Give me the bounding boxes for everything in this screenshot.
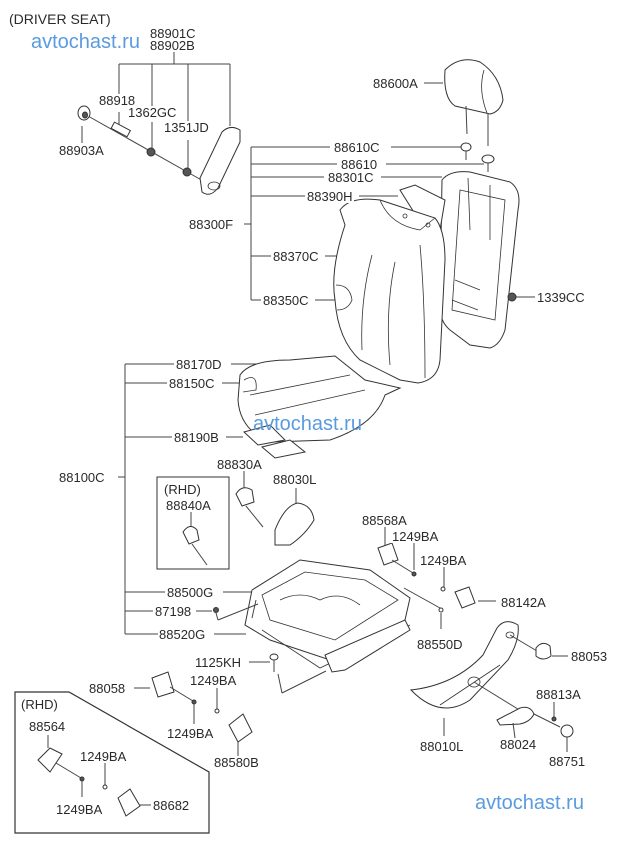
watermark: avtochast.ru xyxy=(253,413,362,435)
buckle-88830A xyxy=(235,487,255,507)
part-label-88500G[interactable]: 88500G xyxy=(166,585,215,600)
diagram-title: (DRIVER SEAT) xyxy=(8,11,112,27)
part-label-88901C[interactable]: 88901C xyxy=(149,26,197,41)
part-label-1362GC[interactable]: 1362GC xyxy=(127,105,178,120)
lever-88024 xyxy=(496,706,535,726)
nut-1339CC xyxy=(507,292,517,302)
knob-88053 xyxy=(535,642,552,660)
part-label-88751[interactable]: 88751 xyxy=(548,754,587,769)
part-label-88600A[interactable]: 88600A xyxy=(372,76,419,91)
part-label-88610C[interactable]: 88610C xyxy=(333,140,381,155)
watermark: avtochast.ru xyxy=(31,31,140,53)
seatback-parts xyxy=(333,142,520,384)
nut-1351JD xyxy=(182,167,192,177)
part-label-1125KH[interactable]: 1125KH xyxy=(194,655,243,670)
cap-88751 xyxy=(560,724,574,738)
bolt-88918 xyxy=(110,121,132,138)
part-label-88903A[interactable]: 88903A xyxy=(58,143,105,158)
part-label-1249BA[interactable]: 1249BA xyxy=(189,673,238,688)
part-label-88010L[interactable]: 88010L xyxy=(419,739,465,754)
cushion-parts xyxy=(237,355,402,459)
bracket-88142A xyxy=(454,586,476,609)
bracket-88568A xyxy=(377,542,399,566)
armrest-88901C xyxy=(199,126,241,195)
track-parts xyxy=(213,559,444,694)
part-label-88350C[interactable]: 88350C xyxy=(262,293,310,308)
part-label-1351JD[interactable]: 1351JD xyxy=(163,120,210,135)
bolt-1125KH xyxy=(269,653,279,661)
rhd-label-2: (RHD) xyxy=(20,697,59,712)
pad-88190B xyxy=(242,424,287,446)
washer-1362GC xyxy=(146,147,156,157)
part-label-88024[interactable]: 88024 xyxy=(499,737,538,752)
cushion-88170D xyxy=(237,355,402,443)
part-label-1249BA[interactable]: 1249BA xyxy=(419,553,468,568)
part-label-88610[interactable]: 88610 xyxy=(340,157,379,172)
part-label-88840A[interactable]: 88840A xyxy=(165,498,212,513)
part-label-1339CC[interactable]: 1339CC xyxy=(536,290,586,305)
part-label-1249BA[interactable]: 1249BA xyxy=(79,749,128,764)
part-label-88918[interactable]: 88918 xyxy=(98,93,137,108)
part-label-88813A[interactable]: 88813A xyxy=(535,687,582,702)
part-label-88300F[interactable]: 88300F xyxy=(188,217,235,232)
part-label-1249BA[interactable]: 1249BA xyxy=(391,529,440,544)
bracket-parts xyxy=(377,527,496,609)
part-label-88190B[interactable]: 88190B xyxy=(173,430,220,445)
part-label-88564[interactable]: 88564 xyxy=(28,719,67,734)
lower-bracket-parts xyxy=(134,671,253,758)
part-label-88390H[interactable]: 88390H xyxy=(306,189,354,204)
bracket-88580B xyxy=(228,713,253,743)
part-label-88142A[interactable]: 88142A xyxy=(500,595,547,610)
rhd-box-2 xyxy=(14,691,210,834)
cover-88010L xyxy=(409,621,519,709)
part-label-88030L[interactable]: 88030L xyxy=(272,472,318,487)
part-label-88170D[interactable]: 88170D xyxy=(175,357,223,372)
part-label-88150C[interactable]: 88150C xyxy=(168,376,216,391)
bracket-88682 xyxy=(117,788,141,817)
guide-88610C xyxy=(460,142,472,152)
part-label-88370C[interactable]: 88370C xyxy=(272,249,320,264)
part-label-88058[interactable]: 88058 xyxy=(88,681,127,696)
part-label-1249BA[interactable]: 1249BA xyxy=(166,726,215,741)
cover-88030L xyxy=(274,502,315,546)
headrest-88600A xyxy=(424,59,504,146)
guide-88610 xyxy=(481,154,495,164)
part-label-88550D[interactable]: 88550D xyxy=(416,637,464,652)
part-label-88520G[interactable]: 88520G xyxy=(158,627,207,642)
part-label-87198[interactable]: 87198 xyxy=(154,604,193,619)
part-label-88301C[interactable]: 88301C xyxy=(327,170,375,185)
part-label-88568A[interactable]: 88568A xyxy=(361,513,408,528)
part-label-88902B[interactable]: 88902B xyxy=(149,38,196,53)
part-label-88682[interactable]: 88682 xyxy=(152,798,191,813)
cushion-leader-lines xyxy=(118,363,272,635)
part-label-88830A[interactable]: 88830A xyxy=(216,457,263,472)
part-label-88053[interactable]: 88053 xyxy=(570,649,609,664)
armrest-parts xyxy=(77,105,241,195)
rhd-label-1: (RHD) xyxy=(163,482,202,497)
part-label-88580B[interactable]: 88580B xyxy=(213,755,260,770)
part-label-1249BA[interactable]: 1249BA xyxy=(55,802,104,817)
watermark: avtochast.ru xyxy=(475,792,584,814)
side-cover-parts xyxy=(409,621,574,752)
part-label-88100C[interactable]: 88100C xyxy=(58,470,106,485)
bracket-88564 xyxy=(37,747,63,773)
bracket-88058 xyxy=(151,671,175,698)
frame-88301C xyxy=(439,171,520,349)
